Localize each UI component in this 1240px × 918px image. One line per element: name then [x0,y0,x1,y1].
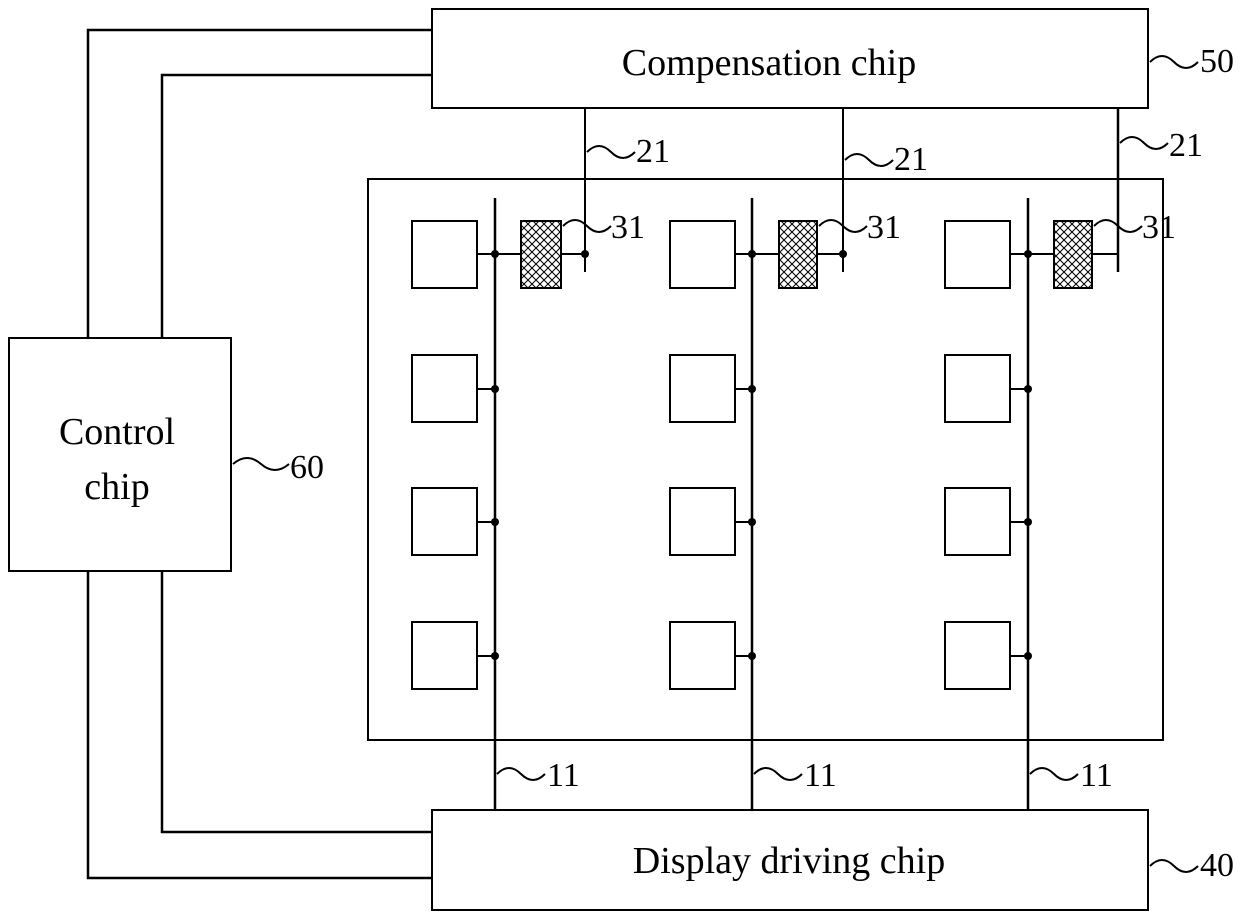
control-chip-label-line1: Control [59,411,175,453]
ref-label-11: 11 [804,757,837,794]
ref-label-21: 21 [894,141,928,178]
control-chip: Control chip [9,338,231,571]
ref-label-31: 31 [611,209,645,246]
sense-element-31 [779,221,817,288]
sense-element-31 [521,221,561,288]
ref-label-21: 21 [636,133,670,170]
display-driving-chip: Display driving chip [432,810,1148,910]
ref-label-11: 11 [1080,757,1113,794]
pixel-cell [412,221,477,288]
pixel-cell [670,622,735,689]
pixel-cell [945,221,1010,288]
pixel-cell [945,488,1010,555]
compensation-chip-label: Compensation chip [622,42,916,84]
compensation-chip: Compensation chip [432,9,1148,108]
ref-label-31: 31 [1142,209,1176,246]
ref-label-31: 31 [867,209,901,246]
ref-label-40: 40 [1200,847,1234,884]
control-chip-label-line2: chip [84,466,149,508]
pixel-cell [670,221,735,288]
display-driving-chip-label: Display driving chip [633,840,945,882]
pixel-cell [670,488,735,555]
pixel-cell [670,355,735,422]
ref-label-60: 60 [290,449,324,486]
sense-element-31 [1054,221,1092,288]
pixel-cell [412,355,477,422]
pixel-cell [945,622,1010,689]
ref-label-11: 11 [547,757,580,794]
pixel-cell [412,488,477,555]
ref-label-21: 21 [1169,127,1203,164]
pixel-cell [412,622,477,689]
ref-label-50: 50 [1200,43,1234,80]
pixel-cell [945,355,1010,422]
